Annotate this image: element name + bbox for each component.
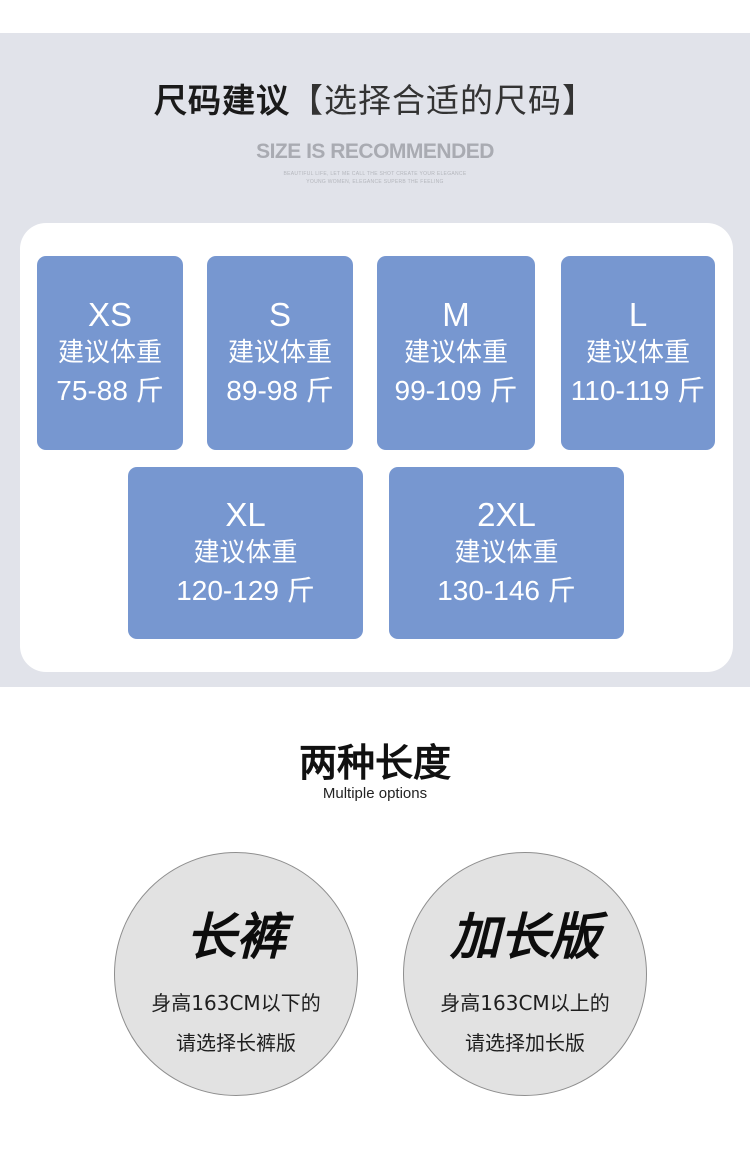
size-weight-label: 建议体重 <box>403 338 508 368</box>
size-weight-range: 99-109 斤 <box>394 375 518 406</box>
size-box-m: M 建议体重 99-109 斤 <box>377 256 535 450</box>
size-weight-range: 110-119 斤 <box>570 375 706 406</box>
length-option-advice: 请选择长裤版 <box>176 1031 296 1055</box>
size-weight-label: 建议体重 <box>57 338 162 368</box>
length-option-title: 长裤 <box>186 907 286 966</box>
size-weight-range: 120-129 斤 <box>176 575 315 606</box>
size-weight-label: 建议体重 <box>193 538 298 568</box>
tagline-line-1: BEAUTIFUL LIFE, LET ME CALL THE SHOT CRE… <box>283 171 467 177</box>
length-option-extended: 加长版 身高163CM以上的 请选择加长版 <box>403 852 647 1096</box>
size-name: XS <box>87 296 133 333</box>
size-box-l: L 建议体重 110-119 斤 <box>561 256 715 450</box>
size-guide-title-light: 【选择合适的尺码】 <box>290 81 596 120</box>
length-option-regular: 长裤 身高163CM以下的 请选择长裤版 <box>114 852 358 1096</box>
size-name: XL <box>225 496 266 533</box>
length-options-title: 两种长度 <box>298 741 451 785</box>
size-weight-range: 75-88 斤 <box>56 375 164 406</box>
size-guide-title: 尺码建议【选择合适的尺码】 <box>0 74 750 122</box>
size-card-panel: XS 建议体重 75-88 斤 S 建议体重 89-98 斤 M 建议体重 99… <box>20 223 733 672</box>
size-name: L <box>628 296 648 333</box>
length-option-condition: 身高163CM以上的 <box>440 991 610 1015</box>
size-guide-subtitle: SIZE IS RECOMMENDED <box>256 140 494 163</box>
size-box-xs: XS 建议体重 75-88 斤 <box>37 256 183 450</box>
tagline-line-2: YOUNG WOMEN, ELEGANCE SUPERB THE FEELING <box>306 179 444 185</box>
size-name: 2XL <box>477 496 536 533</box>
length-option-condition: 身高163CM以下的 <box>151 991 321 1015</box>
size-box-xl: XL 建议体重 120-129 斤 <box>128 467 363 639</box>
length-options-subtitle: Multiple options <box>322 785 428 802</box>
size-weight-label: 建议体重 <box>585 338 690 368</box>
size-name: M <box>442 296 470 333</box>
size-box-2xl: 2XL 建议体重 130-146 斤 <box>389 467 624 639</box>
size-weight-label: 建议体重 <box>454 538 559 568</box>
size-name: S <box>268 296 291 333</box>
size-weight-label: 建议体重 <box>227 338 332 368</box>
size-weight-range: 89-98 斤 <box>226 375 334 406</box>
size-box-s: S 建议体重 89-98 斤 <box>207 256 353 450</box>
length-option-title: 加长版 <box>450 907 600 966</box>
length-option-advice: 请选择加长版 <box>465 1031 585 1055</box>
size-guide-title-bold: 尺码建议 <box>154 81 290 120</box>
size-weight-range: 130-146 斤 <box>437 575 576 606</box>
